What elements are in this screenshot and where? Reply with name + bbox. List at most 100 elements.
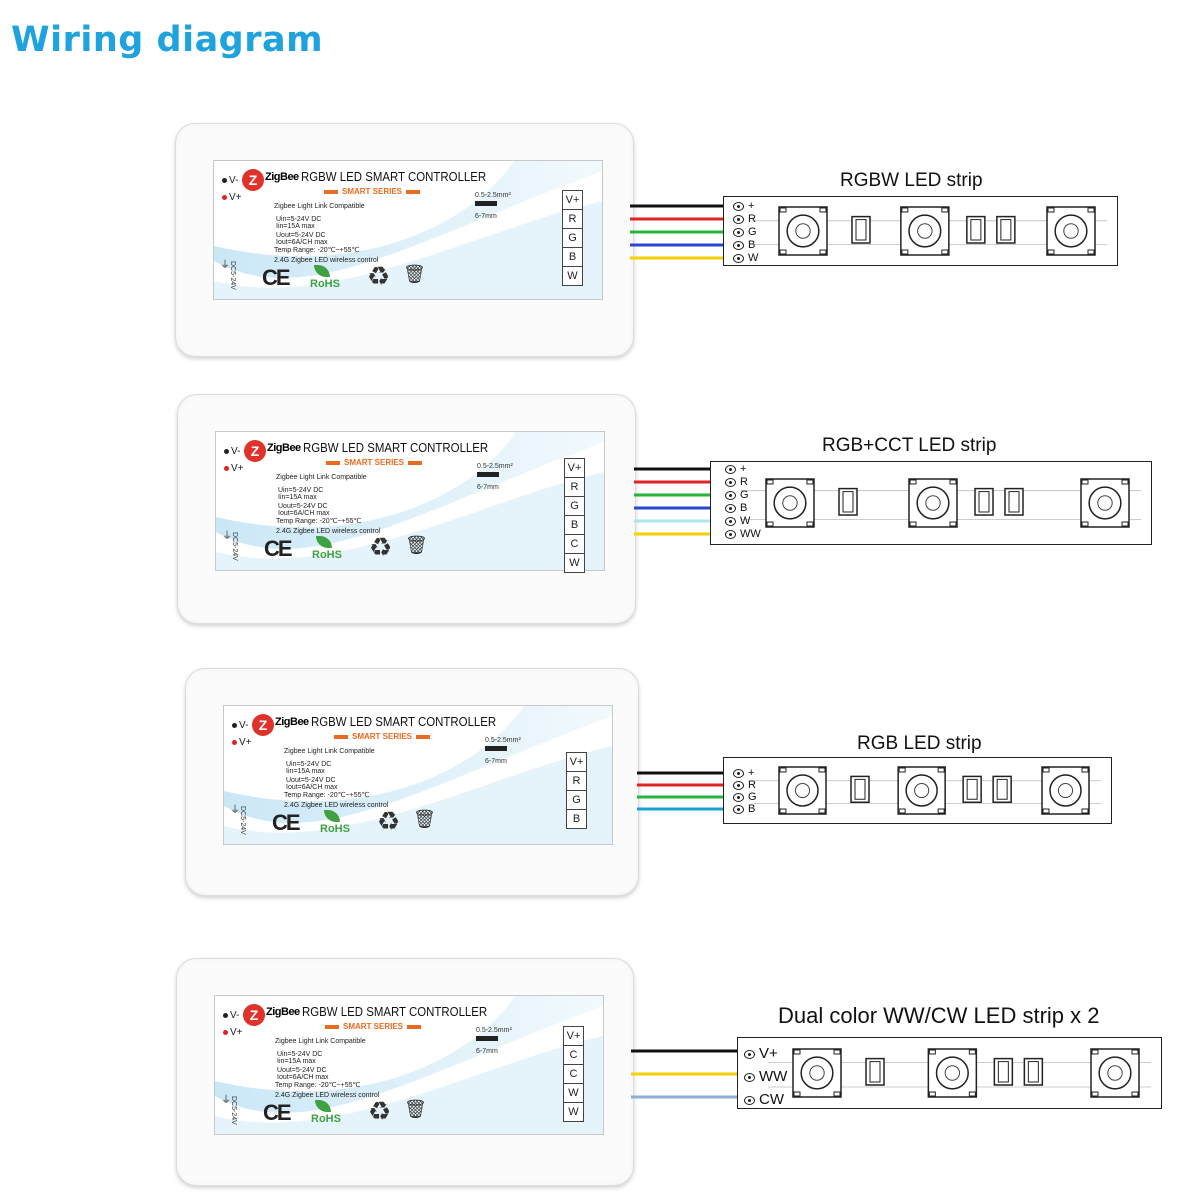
pad-circle	[725, 503, 736, 513]
uout-text: Uout=5-24V DC	[278, 503, 328, 510]
wire-gauge-text: 0.5-2.5mm²	[477, 463, 513, 470]
pad-circle	[733, 201, 744, 211]
weee-bin-icon: 🗑	[405, 535, 428, 555]
pad-label: B	[748, 803, 756, 815]
terminal-vplus: V+	[565, 459, 584, 478]
pad-label: B	[748, 239, 756, 251]
pad-label: G	[748, 226, 757, 238]
pad-label: +	[748, 200, 755, 212]
wireless-text: 2.4G Zigbee LED wireless control	[284, 802, 389, 809]
rohs-leaf-icon	[324, 810, 340, 822]
zigbee-logo-icon: Z	[242, 169, 264, 191]
wire-bundle	[631, 1049, 744, 1099]
terminal-g: G	[563, 229, 582, 248]
strip-pad: CW	[744, 1092, 784, 1107]
iin-text: Iin=15A max	[276, 223, 315, 230]
strip-pad: R	[733, 214, 756, 225]
wire-bundle	[630, 204, 724, 260]
pad-circle	[725, 529, 736, 539]
uout-text: Uout=5-24V DC	[276, 232, 326, 239]
rohs-leaf-icon	[316, 536, 332, 548]
uin-text: Uin=5-24V DC	[278, 487, 324, 494]
zigbee-logo-icon: Z	[244, 440, 266, 462]
strip-length-text: 6-7mm	[485, 758, 507, 765]
led-chips	[754, 206, 1107, 256]
uout-text: Uout=5-24V DC	[286, 777, 336, 784]
weee-bin-icon: 🗑	[404, 1099, 427, 1119]
strip-pad: +	[733, 768, 754, 779]
wire-strip-icon	[475, 201, 497, 206]
pad-circle	[733, 240, 744, 250]
iout-text: Iout=6A/CH max	[278, 510, 330, 517]
v-plus-text: V+	[231, 463, 244, 474]
strip-pad: WW	[744, 1069, 787, 1084]
strip-pad: R	[725, 477, 748, 488]
led-strip	[723, 196, 1118, 266]
pad-circle	[744, 1072, 755, 1082]
v-plus-dot	[232, 739, 237, 745]
controller-title: RGBW LED SMART CONTROLLER	[311, 714, 497, 729]
v-minus-label: V-	[224, 446, 240, 457]
led-chips	[754, 766, 1101, 815]
brand-name: ZigBee	[267, 442, 301, 454]
pad-circle	[733, 804, 744, 814]
rohs-mark: RoHS	[312, 549, 342, 561]
ground-icon: ⏚	[230, 805, 240, 816]
resistor	[992, 775, 1012, 803]
rohs-mark: RoHS	[310, 278, 340, 290]
dc-voltage-text: DC5-24V	[230, 1096, 237, 1125]
resistor	[996, 215, 1016, 244]
dc-voltage-text: DC5-24V	[239, 806, 246, 835]
dc-voltage-text: DC5-24V	[229, 261, 236, 290]
temp-text: Temp Range: -20℃~+55℃	[284, 792, 370, 799]
v-minus-dot	[224, 448, 229, 454]
terminal-w: W	[567, 270, 578, 282]
led-chip	[927, 1048, 978, 1098]
rohs-leaf-icon	[315, 1100, 331, 1112]
controller-title: RGBW LED SMART CONTROLLER	[303, 440, 489, 455]
label-swoosh	[214, 161, 602, 299]
wireless-text: 2.4G Zigbee LED wireless control	[275, 1092, 380, 1099]
temp-text: Temp Range: -20℃~+55℃	[276, 518, 362, 525]
v-minus-text: V-	[230, 1010, 240, 1021]
terminal-b: B	[563, 248, 582, 267]
series-label: SMART SERIES	[320, 187, 424, 196]
led-chip	[778, 206, 828, 256]
v-minus-dot	[232, 722, 237, 728]
terminal-c: C	[564, 1065, 583, 1084]
pad-circle	[733, 780, 744, 790]
pad-label: W	[740, 515, 751, 527]
strip-pad: W	[733, 253, 758, 264]
iin-text: Iin=15A max	[278, 494, 317, 501]
ground-icon: ⏚	[220, 260, 230, 271]
pad-label: R	[740, 476, 748, 488]
pad-label: CW	[759, 1091, 784, 1108]
label-swoosh	[215, 996, 603, 1134]
led-chip	[897, 766, 946, 815]
wire-strip-icon	[476, 1036, 498, 1041]
pad-circle	[725, 490, 736, 500]
resistor	[1004, 487, 1024, 516]
iout-text: Iout=6A/CH max	[286, 784, 338, 791]
brand-name: ZigBee	[265, 171, 299, 183]
terminal-vplus: V+	[564, 1027, 583, 1046]
strip-pad: WW	[725, 529, 761, 540]
strip-pad: G	[733, 792, 757, 803]
pad-circle	[733, 227, 744, 237]
led-chip	[908, 478, 958, 528]
uin-text: Uin=5-24V DC	[286, 761, 332, 768]
pad-label: WW	[759, 1068, 788, 1085]
temp-text: Temp Range: -20℃~+55℃	[275, 1082, 361, 1089]
page-title: Wiring diagram	[11, 20, 324, 60]
pad-circle	[733, 792, 744, 802]
terminal-w: W	[568, 1106, 579, 1118]
compat-text: Zigbee Light Link Compatible	[274, 203, 365, 210]
iin-text: Iin=15A max	[286, 768, 325, 775]
strip-pad: +	[733, 201, 754, 212]
rohs-leaf-icon	[314, 265, 330, 277]
resistor	[966, 215, 986, 244]
